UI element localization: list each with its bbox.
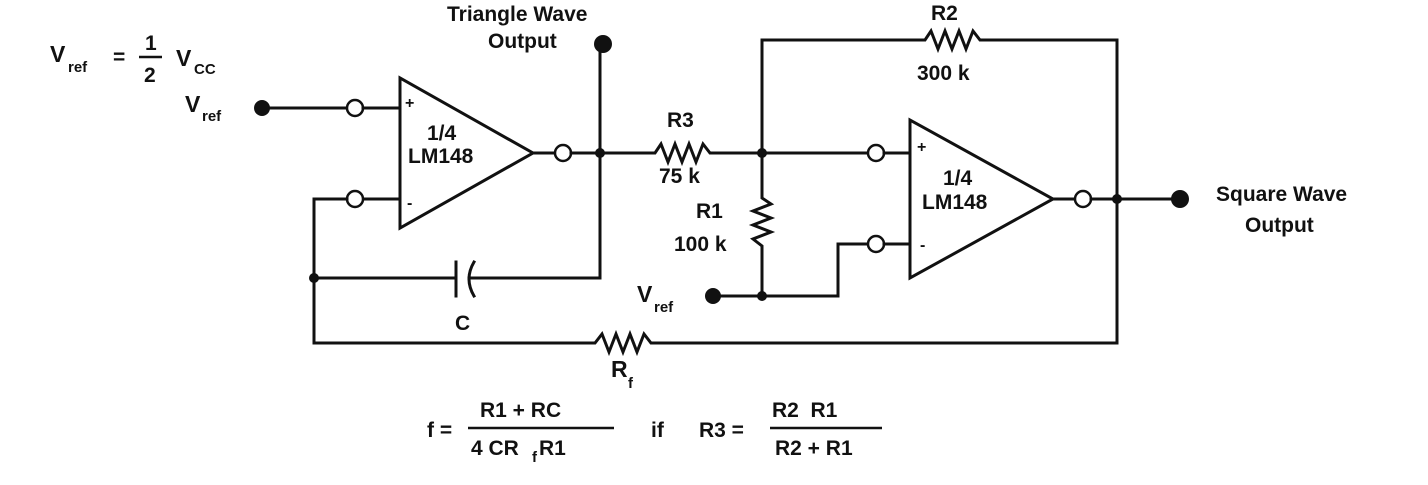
- vref-eq-numerator: 1: [145, 32, 157, 55]
- formula-frequency: f = R1 + RC 4 CR f R1: [427, 399, 614, 466]
- rf-label: R: [611, 356, 628, 382]
- vref-eq-rhs-sub: CC: [194, 61, 216, 78]
- r1-zigzag: [748, 151, 776, 298]
- vref-bottom-label: V: [637, 281, 653, 307]
- capacitor-c: C: [312, 259, 602, 335]
- capacitor-label: C: [455, 312, 470, 335]
- r3-zigzag: [598, 139, 764, 167]
- formula-f-numerator: R1 + RC: [480, 399, 561, 422]
- opamp1-plus-sign: +: [405, 95, 414, 112]
- r1-name: R1: [696, 200, 723, 223]
- rf-sub: f: [628, 375, 634, 392]
- opamp2: + - 1/4 LM148: [908, 117, 1189, 281]
- vref-eq-lhs-sub: ref: [68, 59, 88, 76]
- formula-f-den-sub: f: [532, 449, 538, 466]
- opamp1: + - 1/4 LM148: [398, 75, 602, 231]
- triangle-output-terminal: [594, 35, 612, 53]
- opamp1-triangle: [398, 75, 537, 231]
- vref-left-label: V: [185, 91, 201, 117]
- opamp2-fraction: 1/4: [943, 167, 973, 190]
- opamp2-part: LM148: [922, 191, 988, 214]
- opamp1-output-pin: [553, 143, 573, 163]
- opamp1-minus-pin: [345, 189, 365, 209]
- vref-bottom-sub: ref: [654, 299, 674, 316]
- r1-value: 100 k: [674, 233, 727, 256]
- formula-f-den-main: 4 CR: [471, 437, 519, 460]
- opamp2-plus-sign: +: [917, 139, 926, 156]
- vref-input-left: V ref: [185, 91, 402, 125]
- opamp1-minus-input: [309, 189, 402, 345]
- formula-f-den-tail: R1: [539, 437, 566, 460]
- resistor-rf: R f: [312, 197, 1119, 392]
- junction-comparator-plus: [757, 143, 912, 163]
- triangle-output-label-1: Triangle Wave: [447, 3, 587, 26]
- r2-name: R2: [931, 2, 958, 25]
- rf-zigzag: [312, 197, 1119, 357]
- vref-eq-equals: =: [113, 46, 125, 69]
- opamp2-output-pin: [1073, 189, 1093, 209]
- r3-name: R3: [667, 109, 694, 132]
- opamp2-plus-pin: [866, 143, 886, 163]
- vref-eq-denominator: 2: [144, 64, 156, 87]
- vref-equation: V ref = 1 2 V CC: [50, 32, 216, 87]
- opamp1-part: LM148: [408, 145, 474, 168]
- r2-zigzag: [760, 26, 1119, 201]
- opamp2-triangle: [908, 117, 1057, 281]
- square-output-label-1: Square Wave: [1216, 183, 1347, 206]
- resistor-r3: R3 75 k: [598, 109, 764, 188]
- formula-cond-numerator: R2 R1: [772, 399, 838, 422]
- r2-value: 300 k: [917, 62, 970, 85]
- vref-eq-lhs: V: [50, 41, 66, 67]
- formula-condition: if R3 = R2 R1 R2 + R1: [651, 399, 882, 460]
- formula-cond-denominator: R2 + R1: [775, 437, 853, 460]
- opamp1-fraction: 1/4: [427, 122, 457, 145]
- junction-vref-bottom: [757, 291, 767, 301]
- resistor-r2: R2 300 k: [760, 2, 1119, 201]
- vref-eq-rhs: V: [176, 45, 192, 71]
- formula-cond-lhs: R3 =: [699, 419, 744, 442]
- formula-f-lhs: f =: [427, 419, 452, 442]
- r3-value: 75 k: [659, 165, 700, 188]
- square-output-terminal: [1171, 190, 1189, 208]
- triangle-output-label-2: Output: [488, 30, 557, 53]
- square-output: Square Wave Output: [1216, 183, 1347, 237]
- resistor-r1: R1 100 k: [674, 151, 776, 298]
- triangle-output: Triangle Wave Output: [447, 3, 612, 280]
- opamp2-minus-sign: -: [920, 237, 925, 254]
- opamp1-plus-pin: [345, 98, 365, 118]
- square-output-label-2: Output: [1245, 214, 1314, 237]
- vref-left-sub: ref: [202, 108, 222, 125]
- opamp2-minus-pin: [866, 234, 886, 254]
- formula-if: if: [651, 419, 665, 442]
- svg-text:V: V: [50, 41, 66, 67]
- vref-input-bottom: V ref: [637, 234, 912, 316]
- opamp1-minus-sign: -: [407, 195, 412, 212]
- svg-text:4 CR: 4 CR: [471, 437, 519, 460]
